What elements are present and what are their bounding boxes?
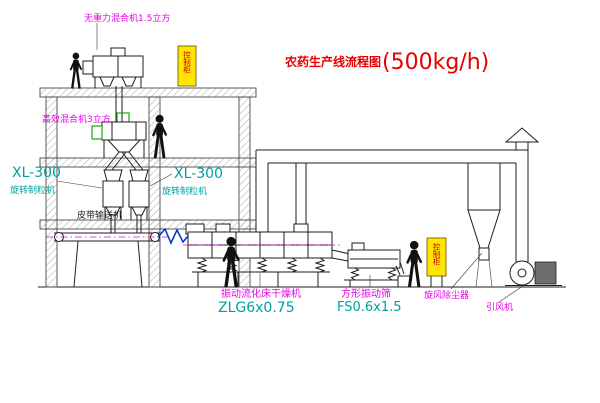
label-granulator-left-name: 旋转制粒机 <box>10 184 55 196</box>
spring <box>387 267 397 281</box>
leader-lines <box>56 23 527 303</box>
label-cyclone: 旋风除尘器 <box>424 289 469 301</box>
flexible-connector <box>157 227 189 245</box>
mixer-2f-inlet <box>116 112 130 123</box>
label-granulator-mid-model: XL-300 <box>174 166 223 182</box>
title-capacity: (500kg/h) <box>382 50 489 75</box>
label-dryer-name: 振动流化床干燥机 <box>221 287 301 300</box>
mixer-2f <box>91 112 147 171</box>
label-sieve-name: 方形振动筛 <box>341 287 391 300</box>
rain-cap <box>504 127 540 143</box>
top-mixer <box>82 47 144 122</box>
label-sieve-model: FS0.6x1.5 <box>337 300 402 315</box>
cyclone <box>467 162 501 288</box>
fan-motor <box>534 261 557 285</box>
belt-conveyor <box>54 232 160 288</box>
mixer-2f-motor <box>91 125 103 140</box>
exhaust-stack <box>515 142 529 262</box>
label-fan: 引风机 <box>486 301 513 313</box>
control-panel-2: 控制柜 <box>426 237 447 287</box>
control-panel-1: 控制柜 <box>177 45 197 87</box>
person-figure-roof <box>69 51 83 89</box>
control-panel-2-label: 控制柜 <box>432 242 441 267</box>
spring <box>286 257 298 273</box>
fluid-bed-dryer <box>185 223 351 287</box>
control-panel-1-label: 控制柜 <box>182 50 191 75</box>
label-granulator-mid-name: 旋转制粒机 <box>162 185 207 197</box>
label-mixer-2f: 高效混合机3立方 <box>42 113 111 125</box>
person-figure-sieve <box>406 239 423 288</box>
vibrating-sieve <box>344 242 405 287</box>
granulator-a <box>102 169 124 233</box>
label-granulator-left-model: XL-300 <box>12 165 61 181</box>
spring <box>314 257 326 273</box>
spring <box>196 257 208 273</box>
label-dryer-model: ZLG6x0.75 <box>218 300 295 316</box>
spring <box>256 257 268 273</box>
floor-slab <box>39 87 257 98</box>
label-top-mixer: 无重力混合机1.5立方 <box>84 12 170 24</box>
floor-slab <box>39 157 257 168</box>
spring <box>226 257 238 273</box>
page-title: 农药生产线流程图 <box>284 54 381 69</box>
induced-draft-fan <box>505 260 562 286</box>
label-belt-conveyor: 皮带输送机 <box>77 209 122 221</box>
spring <box>350 267 360 281</box>
granulator-b <box>128 169 150 233</box>
